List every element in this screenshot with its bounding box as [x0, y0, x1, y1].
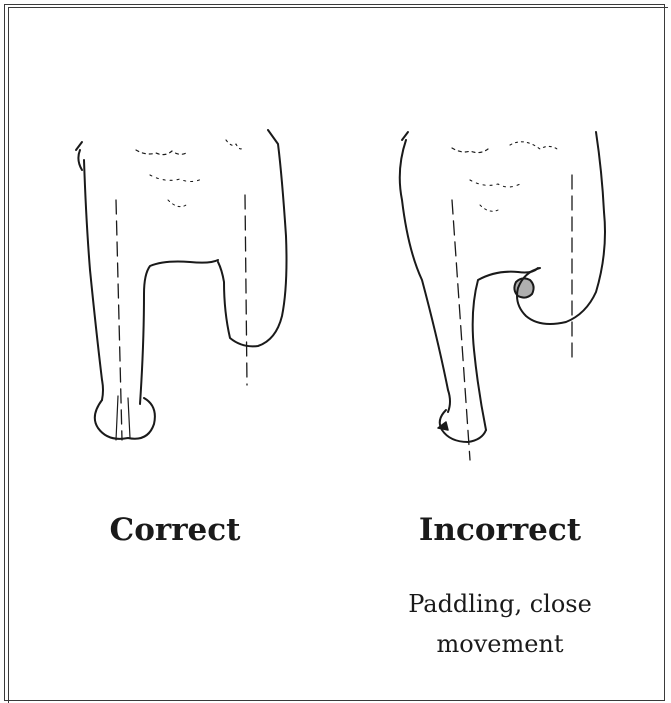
- incorrect-caption: Paddling, close movement: [390, 584, 610, 664]
- incorrect-legs-drawing: [400, 132, 605, 460]
- correct-legs-drawing: [76, 130, 287, 440]
- correct-title: Correct: [90, 512, 260, 548]
- incorrect-title: Incorrect: [405, 512, 595, 548]
